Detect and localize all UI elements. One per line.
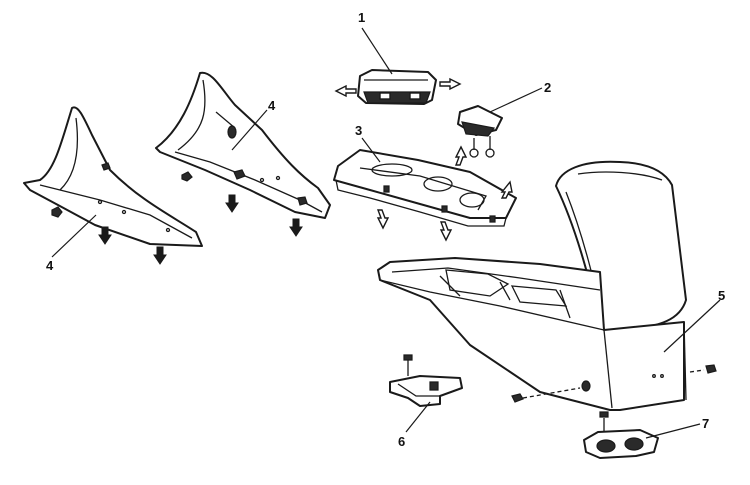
- callout-7: 7: [702, 416, 709, 431]
- mounting-bracket: [389, 354, 463, 407]
- removal-arrow-icon: [500, 180, 513, 199]
- clip-icon: [101, 162, 111, 171]
- removal-arrow-icon: [334, 84, 357, 98]
- callout-5: 5: [718, 288, 725, 303]
- removal-arrow-icon: [376, 209, 390, 230]
- right-side-trim-panel: [155, 71, 331, 219]
- screw-icon: [599, 411, 609, 418]
- clip-arrow-icon: [289, 218, 303, 237]
- clip-icon: [51, 206, 63, 218]
- callout-4-left: 4: [46, 258, 54, 273]
- clip-icon: [297, 196, 308, 206]
- callout-4-right: 4: [268, 98, 276, 113]
- cup-holder: [583, 411, 659, 459]
- removal-arrow-icon: [454, 145, 468, 166]
- console-box: [377, 160, 687, 411]
- screw-icon: [403, 354, 413, 361]
- small-switch: [457, 105, 503, 158]
- callout-2: 2: [544, 80, 551, 95]
- clip-icon: [181, 171, 193, 182]
- screw-icon: [469, 148, 479, 158]
- clip-icon: [227, 125, 237, 139]
- clip-arrow-icon: [153, 246, 167, 265]
- screw-icon: [705, 364, 717, 374]
- callout-3: 3: [355, 123, 362, 138]
- console-panel: [333, 149, 517, 227]
- clip-arrow-icon: [98, 226, 112, 245]
- removal-arrow-icon: [439, 221, 453, 242]
- switch-unit: [357, 69, 437, 105]
- screw-icon: [485, 148, 495, 158]
- removal-arrow-icon: [439, 77, 462, 91]
- clip-icon: [233, 169, 246, 180]
- left-side-trim-panel: [23, 106, 203, 247]
- screw-icon: [511, 393, 524, 403]
- clip-arrow-icon: [225, 194, 239, 213]
- callout-6: 6: [398, 434, 405, 449]
- callout-1: 1: [358, 10, 365, 25]
